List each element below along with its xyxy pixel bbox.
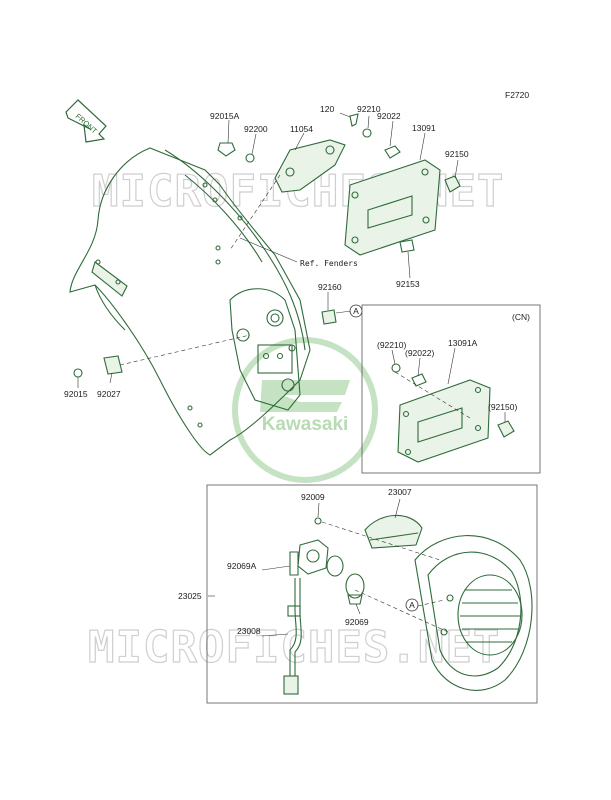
- rear-fender: [69, 147, 311, 456]
- part-11054: 11054: [290, 124, 313, 134]
- cn-part-92022: (92022): [405, 348, 434, 358]
- part-92015A: 92015A: [210, 111, 240, 121]
- part-92015: 92015: [64, 389, 88, 399]
- part-13091A: 13091A: [448, 338, 478, 348]
- svg-text:A: A: [353, 306, 359, 316]
- part-23025: 23025: [178, 591, 202, 601]
- tail-lamp-assembly-box: [206, 484, 538, 704]
- part-23008: 23008: [237, 626, 261, 636]
- cn-grommet: [411, 373, 427, 387]
- ref-fenders-label: Ref. Fenders: [300, 259, 358, 268]
- part-120: 120: [320, 104, 334, 114]
- lens-23007: [364, 514, 423, 549]
- cn-part-92150: (92150): [488, 402, 517, 412]
- socket-23008: [283, 539, 329, 695]
- screw-92009: [314, 517, 322, 525]
- cn-nut: [497, 420, 515, 438]
- license-bracket-13091: [344, 159, 441, 256]
- part-92022: 92022: [377, 111, 401, 121]
- callout-a-bottom: A: [405, 598, 419, 612]
- part-13091: 13091: [412, 123, 436, 133]
- kawasaki-logo: Kawasaki: [232, 337, 378, 483]
- cn-washer: [391, 363, 401, 373]
- svg-text:A: A: [409, 600, 415, 610]
- figure-code: F2720: [505, 90, 529, 100]
- cn-variant-box: [361, 304, 541, 474]
- part-92160: 92160: [318, 282, 342, 292]
- license-bracket-13091A: [397, 379, 491, 463]
- svg-text:Kawasaki: Kawasaki: [262, 414, 349, 435]
- part-92210: 92210: [357, 104, 381, 114]
- callout-a-top: A: [349, 304, 363, 318]
- front-arrow-icon: FRONT: [65, 99, 107, 143]
- cn-part-92210: (92210): [377, 340, 406, 350]
- part-92027: 92027: [97, 389, 121, 399]
- part-23007: 23007: [388, 487, 412, 497]
- part-92200: 92200: [244, 124, 268, 134]
- cn-label: (CN): [512, 312, 530, 322]
- watermark-bottom: MICROFICHES.NET: [88, 622, 500, 673]
- part-92069A: 92069A: [227, 561, 257, 571]
- part-92009: 92009: [301, 492, 325, 502]
- part-92153: 92153: [396, 279, 420, 289]
- part-92069: 92069: [345, 617, 369, 627]
- bracket-11054: [274, 139, 346, 193]
- part-92150: 92150: [445, 149, 469, 159]
- hardware-top: [73, 113, 461, 378]
- tail-lamp-housing: [414, 535, 533, 691]
- bulb-92069: [326, 555, 365, 605]
